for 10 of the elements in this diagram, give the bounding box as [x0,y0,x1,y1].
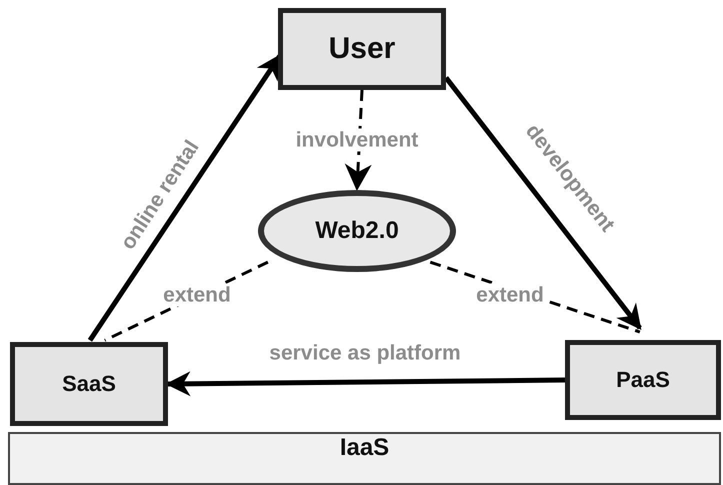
node-label: Web2.0 [315,217,399,245]
node-label: SaaS [62,371,116,397]
node-label: User [328,32,396,66]
node-label: IaaS [340,434,390,462]
process-box [278,8,446,90]
arrow [444,76,642,330]
process-box [565,340,721,420]
node-label: PaaS [616,367,670,393]
process-box [10,342,168,426]
layer-band [8,432,721,485]
